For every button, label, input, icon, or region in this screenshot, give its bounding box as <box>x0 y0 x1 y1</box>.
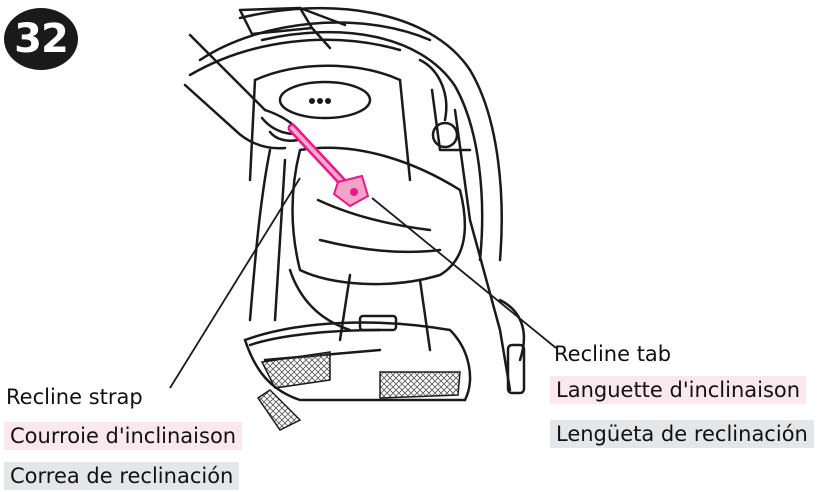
recline-strap-highlight <box>292 128 368 206</box>
recline-strap-label-fr: Courroie d'inclinaison <box>4 422 242 450</box>
recline-tab-label-fr: Languette d'inclinaison <box>550 376 806 404</box>
basket-mesh <box>258 352 460 430</box>
recline-tab-label-en: Recline tab <box>552 340 673 368</box>
recline-strap-leader <box>170 178 300 388</box>
recline-strap-label-es: Correa de reclinación <box>4 462 239 490</box>
recline-strap-label-en: Recline strap <box>4 383 145 411</box>
stroller-frame <box>190 8 524 400</box>
recline-tab-label-es: Lengüeta de reclinación <box>550 420 814 448</box>
